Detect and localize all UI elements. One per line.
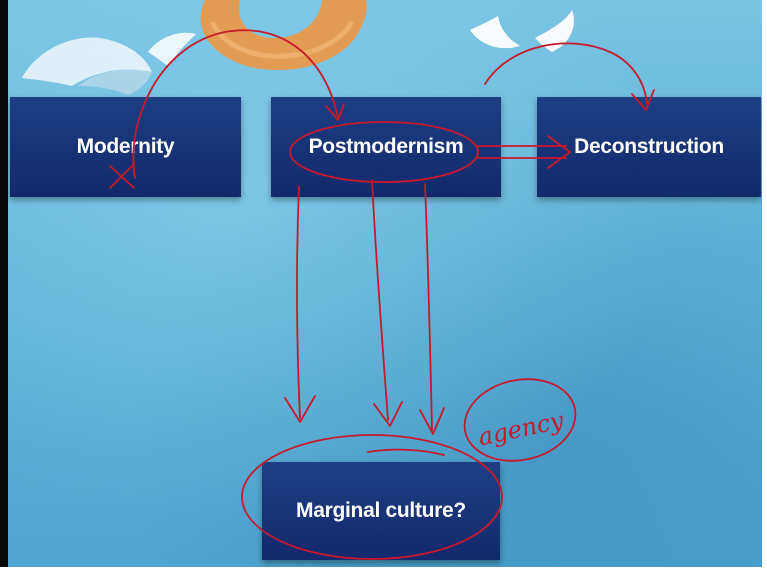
cloud-shape-right-2: [535, 10, 574, 52]
paper-shape-left: [22, 37, 152, 86]
cloud-shape-right-1: [470, 16, 520, 49]
deconstruction-label: Deconstruction: [574, 135, 724, 158]
right-frame-edge: [762, 0, 767, 577]
postmodernism-label: Postmodernism: [308, 135, 464, 158]
bottom-frame-edge: [0, 567, 767, 577]
modernity-label: Modernity: [76, 135, 175, 158]
paper-shape-small: [148, 32, 196, 66]
deconstruction-box: Deconstruction: [537, 97, 761, 197]
postmodernism-box: Postmodernism: [271, 97, 501, 197]
modernity-box: Modernity: [10, 97, 241, 197]
left-frame-edge: [0, 0, 8, 577]
marginal-culture-label: Marginal culture?: [296, 499, 466, 522]
marginal-culture-box: Marginal culture?: [262, 462, 500, 560]
